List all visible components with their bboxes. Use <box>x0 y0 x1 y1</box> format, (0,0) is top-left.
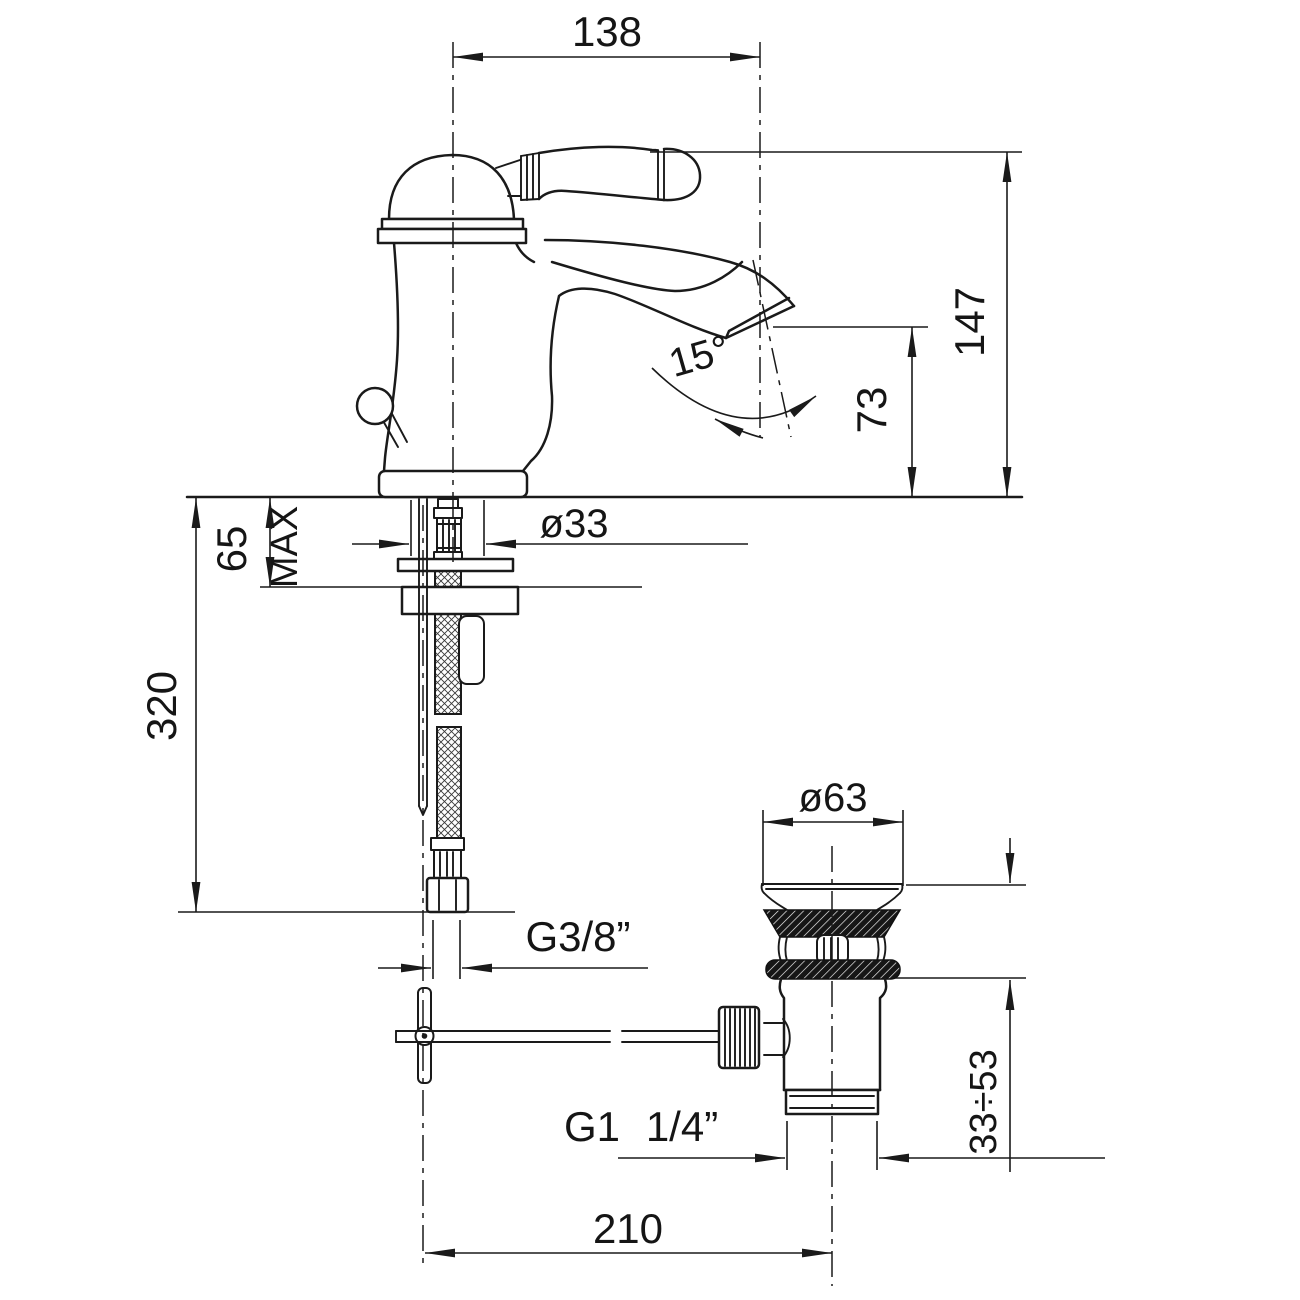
label-deck-max-suffix: MAX <box>264 506 306 588</box>
label-waste-flange: ø63 <box>799 776 868 820</box>
centerlines <box>422 42 833 1286</box>
mounting-nut <box>400 585 520 616</box>
braided-hose-lower <box>436 726 462 840</box>
label-total-height: 147 <box>946 287 993 357</box>
lever-handle <box>495 145 702 202</box>
hose-nut <box>425 837 470 914</box>
waste-body <box>778 977 888 1116</box>
pop-up-rod <box>418 498 428 816</box>
label-waste-range: 33÷53 <box>963 1049 1005 1154</box>
spout <box>521 238 796 473</box>
label-pop-up-reach: 210 <box>593 1205 663 1252</box>
label-waste-thread-g: G1 <box>564 1103 620 1150</box>
centerline-15deg-tilted <box>752 259 792 438</box>
dim-arc-15deg-arrow2 <box>714 418 764 439</box>
pop-up-linkage <box>395 987 720 1084</box>
label-spout-height: 73 <box>848 387 895 434</box>
lever-bottom-edge <box>537 189 666 202</box>
body-left-profile <box>382 241 400 473</box>
supply-hoses <box>395 498 720 1084</box>
collar-lower <box>376 227 528 245</box>
label-spout-angle: 15° <box>664 327 734 386</box>
drain-pull-knob <box>355 386 408 448</box>
label-spout-reach: 138 <box>572 8 642 55</box>
knurled-knob <box>717 1005 761 1070</box>
label-waste-thread-frac: 1/4” <box>646 1103 718 1150</box>
waste-assembly <box>717 883 904 1116</box>
braided-hose-upper <box>434 555 462 715</box>
label-supply-thread: G3/8” <box>525 913 630 960</box>
body-dome <box>387 153 516 221</box>
dim-arc-15deg <box>651 367 817 420</box>
waste-flange <box>760 883 904 911</box>
lever-end-cap <box>662 147 702 202</box>
lever-top-edge <box>537 145 660 155</box>
pull-knob-ball <box>355 386 395 426</box>
hose-end-fitting <box>458 615 485 685</box>
dimension-labels: 138 147 73 15° ø33 65 MAX 320 G3/8” ø63 … <box>138 8 1005 1252</box>
faucet-body <box>355 145 796 499</box>
body-right-shoulder <box>514 241 536 264</box>
label-hose-length: 320 <box>138 671 185 741</box>
label-body-diameter: ø33 <box>540 502 609 546</box>
horseshoe-washer <box>396 557 515 573</box>
threaded-shank <box>433 498 463 562</box>
waste-side-knob <box>717 1005 791 1070</box>
waste-gasket-ring <box>765 959 901 980</box>
label-deck-max: 65 <box>208 526 255 573</box>
